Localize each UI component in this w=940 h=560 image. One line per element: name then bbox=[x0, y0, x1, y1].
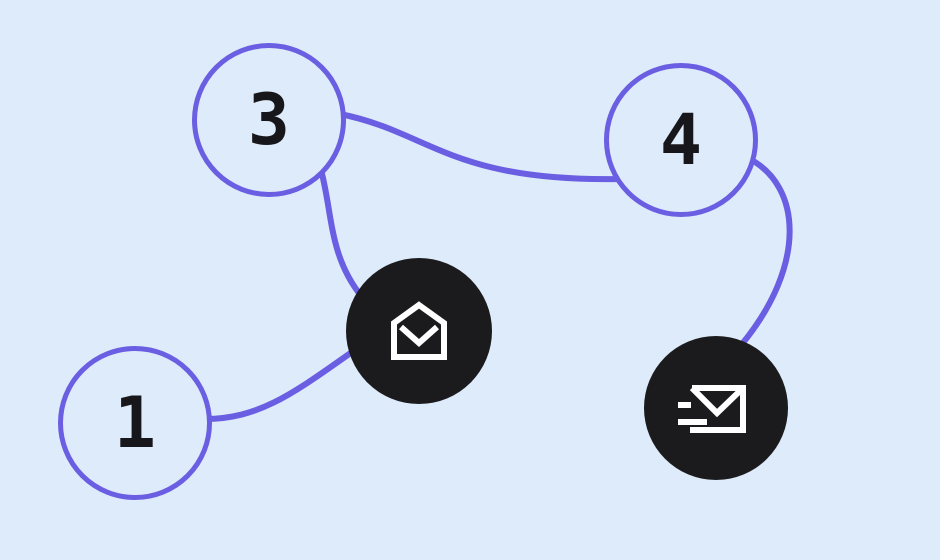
edge-node4-mailsend bbox=[739, 155, 793, 347]
node-circle-4: 4 bbox=[604, 63, 758, 217]
node-circle-mail-send bbox=[644, 336, 788, 480]
edge-node3-node4 bbox=[337, 111, 623, 183]
edge-node3-mailopen bbox=[317, 163, 365, 300]
node-circle-1: 1 bbox=[58, 346, 212, 500]
node-label-3: 3 bbox=[247, 79, 291, 161]
node-label-4: 4 bbox=[659, 99, 703, 181]
mail-send-icon bbox=[678, 385, 746, 433]
node-circle-mail-open bbox=[346, 258, 492, 404]
node-label-1: 1 bbox=[113, 382, 157, 464]
edge-node1-mailopen bbox=[202, 349, 355, 422]
node-circle-3: 3 bbox=[192, 43, 346, 197]
mail-open-icon bbox=[391, 301, 447, 360]
